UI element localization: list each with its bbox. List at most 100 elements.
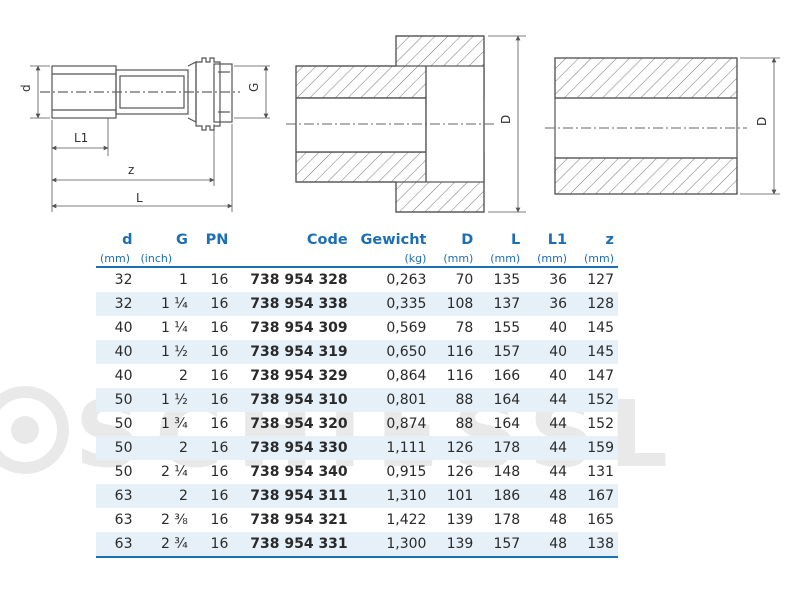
cell-z: 159: [571, 436, 618, 460]
sleeve-section: [545, 57, 780, 195]
cell-D: 88: [430, 388, 478, 412]
cell-z: 145: [587, 320, 614, 336]
cell-z: 145: [571, 340, 618, 364]
cell-G: 1 ¾: [160, 416, 188, 432]
cell-G: 2: [136, 484, 192, 508]
cell-PN: 16: [191, 532, 233, 558]
cell-PN: 16: [191, 436, 233, 460]
cell-code: 738 954 329: [250, 368, 348, 384]
cell-code: 738 954 319: [232, 340, 352, 364]
cell-gewicht: 0,263: [386, 272, 427, 288]
header-D: D: [461, 232, 474, 248]
cell-D: 70: [455, 272, 474, 288]
cell-gewicht: 0,650: [351, 340, 431, 364]
label-L: L: [136, 191, 143, 205]
cell-D: 139: [430, 532, 478, 558]
cell-d: 63: [96, 532, 137, 558]
cell-d: 50: [96, 388, 137, 412]
cell-gewicht: 0,569: [386, 320, 427, 336]
label-d: d: [19, 84, 33, 92]
header-PN: PN: [205, 232, 229, 248]
cell-L1: 40: [549, 320, 568, 336]
cell-PN: 16: [210, 272, 229, 288]
cell-code: 738 954 320: [250, 416, 348, 432]
cell-PN: 16: [210, 320, 229, 336]
header-d: d: [122, 232, 133, 248]
header-gewicht: Gewicht: [360, 232, 427, 248]
unit-G: (inch): [136, 250, 192, 268]
cell-gewicht: 0,915: [386, 464, 427, 480]
cell-gewicht: 1,422: [386, 512, 427, 528]
cell-L1: 40: [549, 368, 568, 384]
cell-G: 1: [178, 272, 188, 288]
unit-L1: (mm): [524, 250, 572, 268]
cell-z: 152: [587, 416, 614, 432]
cell-L1: 48: [524, 484, 572, 508]
cell-PN: 16: [210, 464, 229, 480]
cell-L1: 40: [524, 340, 572, 364]
cell-L1: 44: [549, 464, 568, 480]
cell-L: 166: [493, 368, 521, 384]
cell-z: 128: [571, 292, 618, 316]
cell-L1: 48: [524, 532, 572, 558]
cell-d: 32: [96, 292, 137, 316]
unit-PN: [191, 250, 233, 268]
cell-G: 1 ¼: [160, 320, 188, 336]
cell-L1: 44: [524, 388, 572, 412]
cell-L: 178: [493, 512, 521, 528]
cell-z: 127: [587, 272, 614, 288]
stepped-sleeve-section: [286, 35, 526, 213]
cell-z: 152: [571, 388, 618, 412]
cell-PN: 16: [191, 292, 233, 316]
cell-L: 157: [477, 532, 525, 558]
cell-L: 135: [493, 272, 521, 288]
label-L1: L1: [74, 131, 88, 145]
cell-D: 108: [430, 292, 478, 316]
cell-D: 126: [430, 436, 478, 460]
cell-L: 137: [477, 292, 525, 316]
cell-PN: 16: [191, 388, 233, 412]
cell-code: 738 954 331: [232, 532, 352, 558]
cell-code: 738 954 311: [232, 484, 352, 508]
cell-PN: 16: [191, 340, 233, 364]
adapter-side-view: [30, 57, 270, 212]
cell-G: 2 ¾: [136, 532, 192, 558]
label-D-right: D: [755, 117, 769, 126]
cell-D: 139: [446, 512, 474, 528]
cell-L: 186: [477, 484, 525, 508]
cell-PN: 16: [210, 416, 229, 432]
header-L: L: [510, 232, 521, 248]
cell-L: 155: [493, 320, 521, 336]
cell-L: 157: [477, 340, 525, 364]
cell-code: 738 954 338: [232, 292, 352, 316]
cell-L: 148: [493, 464, 521, 480]
cell-d: 40: [96, 340, 137, 364]
cell-gewicht: 1,310: [351, 484, 431, 508]
cell-D: 88: [455, 416, 474, 432]
cell-d: 63: [96, 484, 137, 508]
cell-G: 1 ¼: [136, 292, 192, 316]
cell-D: 116: [430, 340, 478, 364]
cell-D: 78: [455, 320, 474, 336]
cell-d: 50: [114, 464, 133, 480]
label-G: G: [247, 83, 261, 92]
cell-L: 164: [477, 388, 525, 412]
unit-gewicht: (kg): [351, 250, 431, 268]
cell-L: 178: [477, 436, 525, 460]
cell-gewicht: 0,864: [386, 368, 427, 384]
cell-z: 167: [571, 484, 618, 508]
cell-code: 738 954 309: [250, 320, 348, 336]
cell-z: 165: [587, 512, 614, 528]
cell-z: 147: [587, 368, 614, 384]
cell-D: 101: [430, 484, 478, 508]
label-D-middle: D: [499, 115, 513, 124]
cell-d: 32: [114, 272, 133, 288]
unit-d: (mm): [96, 250, 137, 268]
